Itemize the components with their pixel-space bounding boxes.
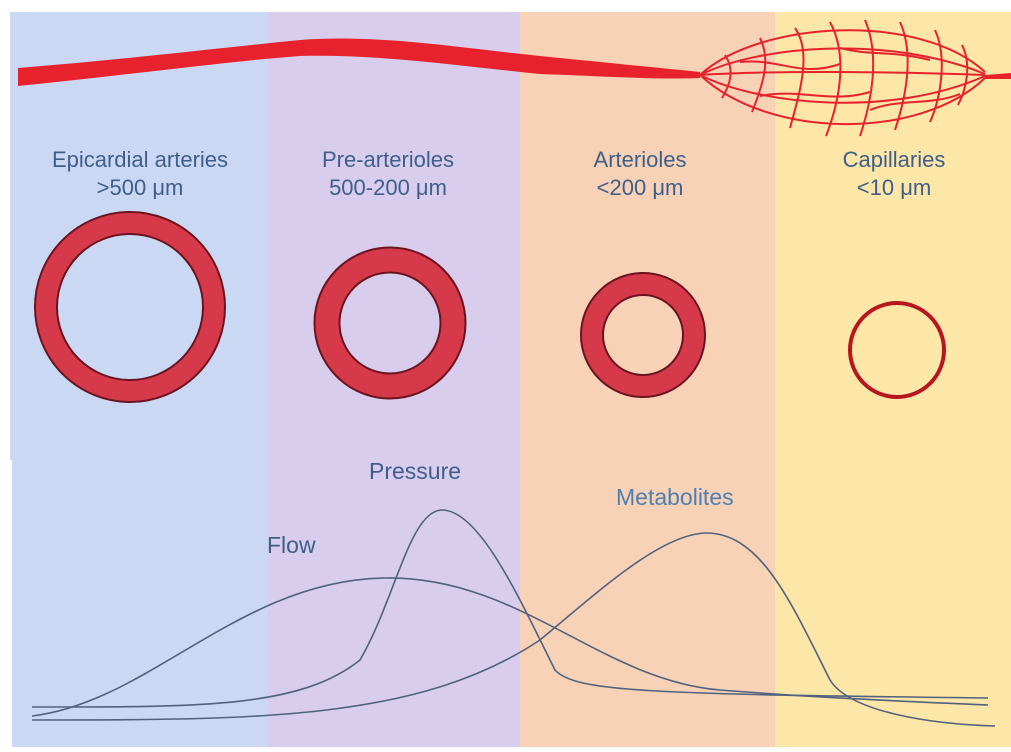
flow-label: Flow <box>267 532 316 559</box>
pressure-label: Pressure <box>369 458 461 485</box>
segment-name: Capillaries <box>774 146 1011 174</box>
segment-size: <200 μm <box>520 174 760 202</box>
segment-label-pre-arterioles: Pre-arterioles 500-200 μm <box>268 146 508 202</box>
segment-label-arterioles: Arterioles <200 μm <box>520 146 760 202</box>
segment-label-epicardial: Epicardial arteries >500 μm <box>20 146 260 202</box>
segment-name: Pre-arterioles <box>268 146 508 174</box>
segment-size: 500-200 μm <box>268 174 508 202</box>
segment-name: Epicardial arteries <box>20 146 260 174</box>
segment-size: <10 μm <box>774 174 1011 202</box>
segment-size: >500 μm <box>20 174 260 202</box>
metabolites-label: Metabolites <box>616 484 734 511</box>
segment-label-capillaries: Capillaries <10 μm <box>774 146 1011 202</box>
segment-name: Arterioles <box>520 146 760 174</box>
